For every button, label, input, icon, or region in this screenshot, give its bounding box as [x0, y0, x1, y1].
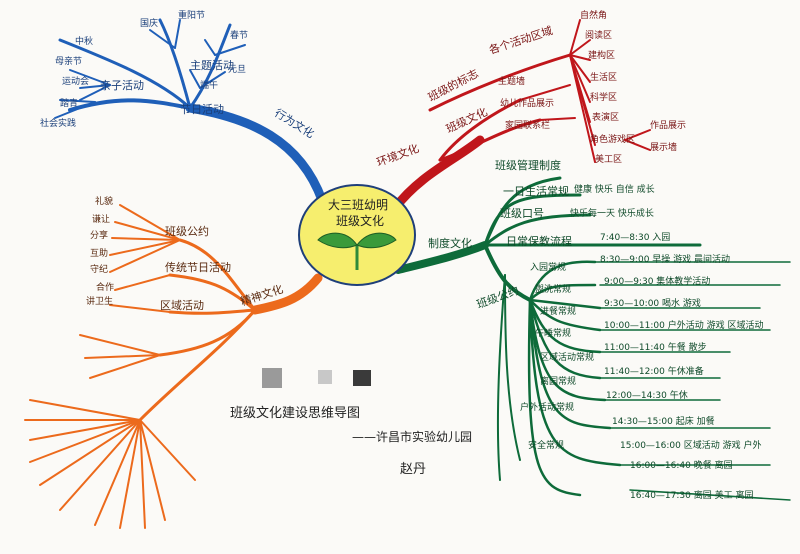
leaf-label: 守纪 [90, 265, 109, 275]
schedule-item: 9:00—9:30 集体教学活动 [604, 277, 711, 287]
sprout-icon [317, 232, 397, 270]
leaf-label: 端午 [200, 81, 219, 91]
leaf-label: 自然角 [580, 11, 608, 21]
leaf-label: 生活区 [590, 73, 618, 83]
leaf-label: 角色游戏区 [590, 135, 636, 145]
blue-branch [54, 18, 327, 205]
sub-label: 班级口号 [500, 207, 544, 220]
rule-label: 离园常规 [540, 377, 577, 387]
leaf-label: 幼儿作品展示 [500, 99, 555, 109]
leaf-label: 谦让 [92, 215, 111, 225]
green-branch [394, 176, 791, 501]
leaf-label: 家园联系栏 [505, 121, 551, 131]
schedule-item: 10:00—11:00 户外活动 游戏 区域活动 [604, 321, 764, 331]
leaf-label: 健康 快乐 自信 成长 [574, 185, 655, 195]
sub-label: 日常保教流程 [506, 235, 572, 248]
footer-title: 班级文化建设思维导图 [230, 406, 361, 421]
leaf-label: 重阳节 [178, 11, 206, 21]
schedule-item: 11:40—12:00 午休准备 [604, 367, 704, 377]
schedule-item: 14:30—15:00 起床 加餐 [612, 417, 715, 427]
leaf-label: 社会实践 [40, 119, 77, 129]
sub-label: 传统节日活动 [165, 261, 231, 274]
leaf-label: 讲卫生 [86, 297, 114, 307]
center-title: 大三班幼明 [328, 198, 389, 212]
sub-label: 班级管理制度 [495, 159, 561, 172]
leaf-label: 美工区 [595, 155, 623, 165]
sub-label: 区域活动 [160, 299, 204, 312]
leaf-label: 分享 [90, 231, 109, 241]
leaf-label: 建构区 [588, 51, 616, 61]
center-circle [298, 184, 416, 286]
leaf-label: 快乐每一天 快乐成长 [570, 209, 654, 219]
leaf-label: 中秋 [75, 37, 94, 47]
leaf-label: 科学区 [590, 93, 618, 103]
rule-label: 安全常规 [528, 441, 565, 451]
branch-label-system: 制度文化 [428, 237, 472, 250]
leaf-label: 运动会 [62, 77, 90, 87]
schedule-item: 9:30—10:00 喝水 游戏 [604, 299, 701, 309]
footer-institution: ——许昌市实验幼儿园 [352, 430, 473, 444]
sub-label: 一日生活常规 [503, 185, 569, 198]
rule-label: 区域活动常规 [540, 353, 595, 363]
red-branch [390, 19, 651, 213]
leaf-label: 合作 [96, 283, 115, 293]
redaction-block [318, 370, 332, 384]
footer-author: 赵丹 [400, 462, 427, 477]
leaf-label: 元旦 [228, 65, 247, 75]
sub-label: 班级公约 [165, 225, 209, 238]
redaction-block [262, 368, 282, 388]
center-subtitle: 班级文化 [336, 214, 385, 228]
rule-label: 进餐常规 [540, 307, 577, 317]
schedule-item: 11:00—11:40 午餐 散步 [604, 343, 707, 353]
rule-label: 入园常规 [530, 263, 567, 273]
leaf-label: 表演区 [592, 113, 620, 123]
schedule-item: 8:30—9:00 早操 游戏 晨间活动 [600, 255, 731, 265]
sub-label: 亲子活动 [100, 79, 144, 92]
sub-label: 主题活动 [190, 59, 234, 72]
leaf-label: 国庆 [140, 19, 159, 29]
leaf-label: 春节 [230, 31, 249, 41]
leaf-label: 阅读区 [585, 31, 613, 41]
rule-label: 户外活动常规 [520, 403, 575, 413]
leaf-label: 展示墙 [650, 143, 678, 153]
schedule-item: 16:40—17:30 离园 美工 离园 [630, 491, 754, 501]
redaction-block [353, 370, 371, 386]
orange-branch [24, 204, 323, 529]
leaf-label: 礼貌 [95, 197, 114, 207]
rule-label: 午睡常规 [535, 329, 572, 339]
leaf-label: 作品展示 [650, 121, 687, 131]
leaf-label: 互助 [90, 249, 109, 259]
leaf-label: 踏青 [60, 99, 79, 109]
leaf-label: 主题墙 [498, 77, 526, 87]
schedule-item: 15:00—16:00 区域活动 游戏 户外 [620, 441, 762, 451]
rule-label: 盥洗常规 [535, 285, 572, 295]
leaf-label: 母亲节 [55, 57, 83, 67]
schedule-item: 12:00—14:30 午休 [606, 391, 688, 401]
schedule-item: 7:40—8:30 入园 [600, 233, 671, 243]
schedule-item: 16:00—16:40 晚餐 离园 [630, 461, 733, 471]
sub-label: 节日活动 [180, 103, 224, 116]
